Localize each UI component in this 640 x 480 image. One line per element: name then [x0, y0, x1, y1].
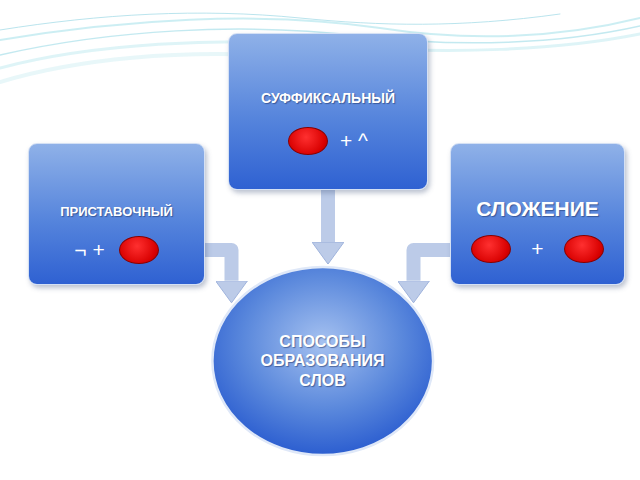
formula-row: + ^: [288, 127, 368, 155]
method-box: СЛОЖЕНИЕ +: [450, 143, 625, 285]
stem-oval: [471, 235, 511, 263]
method-title: ПРИСТАВОЧНЫЙ: [60, 204, 173, 220]
circle-shape: [212, 267, 433, 455]
method-title: СЛОЖЕНИЕ: [476, 196, 599, 221]
block-arrow: [205, 250, 232, 281]
formula-row: +: [471, 235, 603, 263]
formula-symbols: + ^: [340, 129, 368, 153]
stem-oval: [288, 127, 328, 155]
method-title: СУФФИКСАЛЬНЫЙ: [261, 90, 395, 107]
central-circle: СПОСОБЫ ОБРАЗОВАНИЯ СЛОВ: [209, 264, 437, 458]
block-arrow: [321, 190, 335, 242]
formula-row: ¬ +: [74, 236, 158, 264]
stem-oval: [564, 235, 604, 263]
formula-symbols: +: [531, 237, 543, 261]
formula-symbols: ¬ +: [74, 238, 104, 262]
method-box: СУФФИКСАЛЬНЫЙ + ^: [228, 33, 428, 190]
wave-line: [0, 13, 560, 30]
center-title: СПОСОБЫ ОБРАЗОВАНИЯ СЛОВ: [248, 332, 398, 390]
block-arrow: [414, 250, 451, 281]
stem-oval: [119, 236, 159, 264]
method-box: ПРИСТАВОЧНЫЙ ¬ +: [28, 143, 205, 285]
